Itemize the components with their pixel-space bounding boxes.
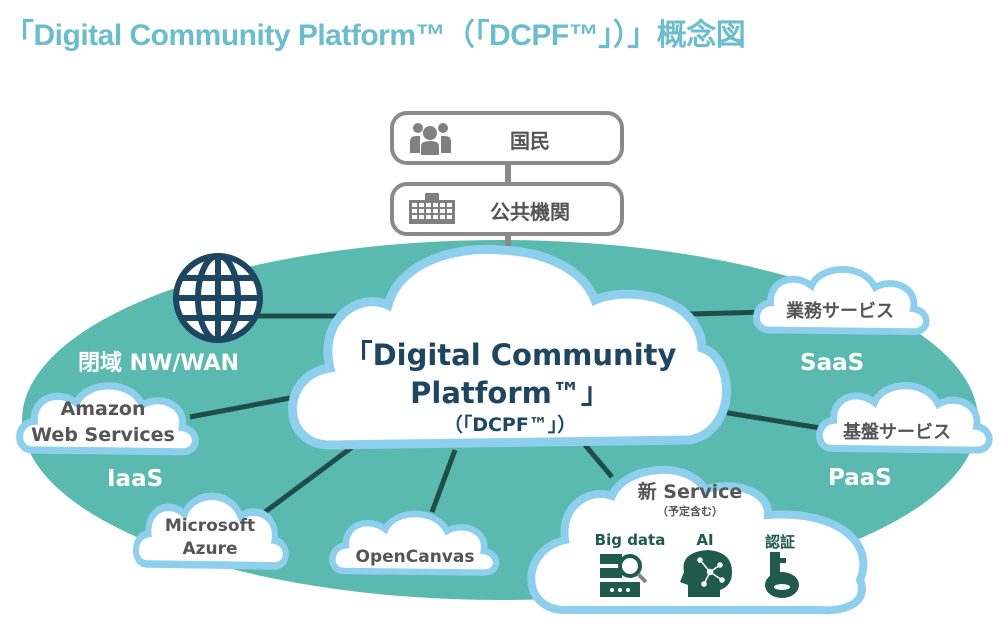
- globe-icon: [173, 253, 263, 343]
- connector-opencanvas: [429, 449, 458, 513]
- azure-label-line1: Microsoft: [164, 516, 256, 536]
- connector-azure: [263, 442, 357, 515]
- iaas-label: IaaS: [107, 466, 164, 492]
- public-org-label: 公共機関: [490, 200, 570, 224]
- paas-label: PaaS: [828, 465, 892, 491]
- business-service-label: 業務サービス: [786, 301, 894, 322]
- center-line3: （「DCPF™」）: [443, 414, 577, 436]
- auth-label: 認証: [764, 533, 795, 551]
- platform-service-label: 基盤サービス: [843, 422, 951, 443]
- connectors: [189, 309, 821, 515]
- connector-platform: [709, 407, 821, 431]
- key-icon: [765, 552, 799, 598]
- new-service-subtitle: （予定含む）: [657, 505, 723, 518]
- main-cloud: [288, 244, 731, 450]
- connector-aws: [189, 395, 291, 420]
- saas-label: SaaS: [800, 350, 865, 376]
- azure-label-line2: Azure: [182, 539, 238, 559]
- opencanvas-label: OpenCanvas: [355, 547, 475, 567]
- center-line2: Platform™」: [410, 376, 610, 410]
- big-data-label: Big data: [594, 531, 666, 549]
- page-title: 「Digital Community Platform™（「DCPF™」）」概念…: [4, 19, 746, 52]
- aws-label-line2: Web Services: [31, 424, 175, 446]
- citizen-label: 国民: [510, 129, 550, 153]
- center-line1: 「Digital Community: [343, 338, 677, 372]
- big-data-icon: [600, 554, 648, 597]
- ai-label: AI: [696, 531, 714, 549]
- new-service-title: 新 Service: [637, 481, 743, 503]
- building-icon: [409, 193, 455, 224]
- ai-head-icon: [680, 550, 732, 597]
- people-icon: [410, 123, 451, 155]
- network-label: 閉域 NW/WAN: [78, 351, 240, 376]
- connector-new-service: [583, 443, 614, 479]
- aws-label-line1: Amazon: [60, 398, 146, 420]
